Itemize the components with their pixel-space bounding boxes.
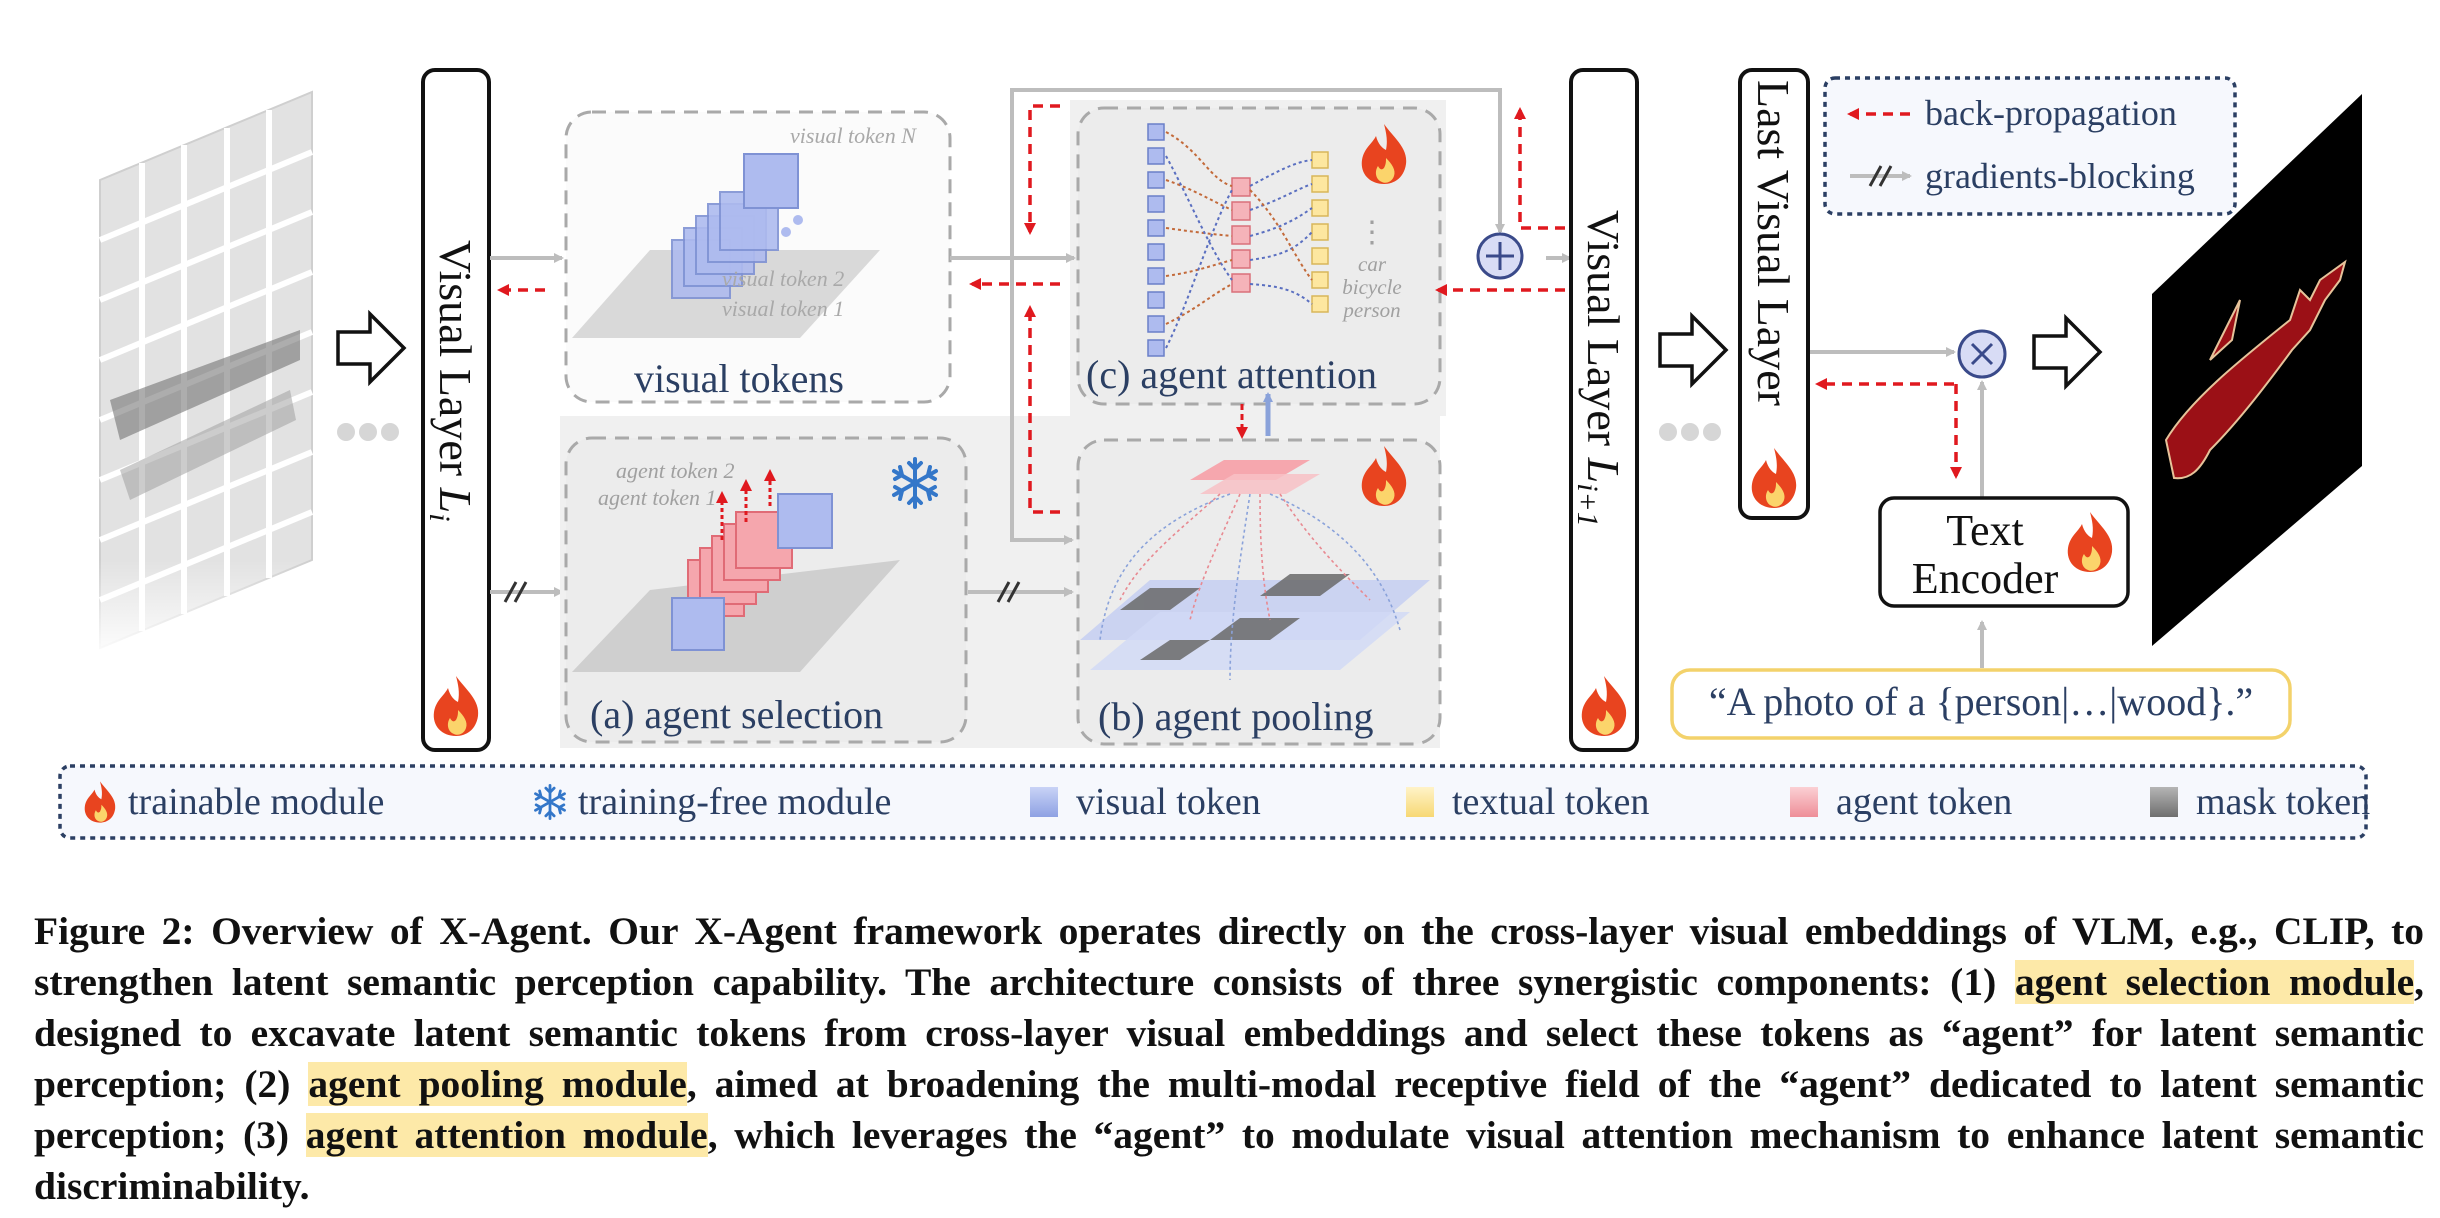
legend-agent-token-label: agent token [1836,781,2013,823]
mask-token-swatch [2150,787,2178,817]
legend-textual-token: textual token [1406,773,1649,831]
svg-text:back-propagation: back-propagation [1925,93,2177,133]
last-visual-layer: Last Visual Layer [1738,68,1810,520]
gradient-block-mark [996,581,1021,603]
visual-token-swatch [1030,787,1058,817]
ellipsis-dots [1659,423,1721,441]
visual-layer-li: Visual Layer Li [421,68,491,752]
residual-lines [950,88,1572,545]
snowflake-icon [534,784,566,820]
times-circle-icon [1957,329,2007,379]
text-encoder: Text Encoder [1878,496,2130,608]
hollow-arrow-icon [336,312,406,384]
svg-text:⋮: ⋮ [1357,216,1387,249]
svg-text:(b) agent pooling: (b) agent pooling [1098,694,1374,739]
legend-agent-token: agent token [1790,773,2012,831]
agent-token-swatch [1790,787,1818,817]
svg-text:Last Visual Layer: Last Visual Layer [1748,80,1799,406]
legend-training-free-label: training-free module [578,781,892,823]
caption-highlight-agent-pooling: agent pooling module [308,1062,687,1106]
caption-highlight-agent-attention: agent attention module [305,1113,708,1157]
text-prompt: “A photo of a {person|…|wood}.” [1670,668,2292,740]
svg-text:agent token 2: agent token 2 [616,458,735,483]
legend-training-free: training-free module [532,773,891,831]
caption-text: , designed to excavate latent semantic t… [34,960,2424,1106]
svg-text:Text: Text [1946,506,2024,555]
visual-layer-li1: Visual Layer Li+1 [1569,68,1639,752]
svg-text:visual tokens: visual tokens [634,356,844,401]
flame-icon [84,781,116,823]
svg-text:bicycle: bicycle [1342,275,1401,299]
svg-text:agent token 1: agent token 1 [598,485,717,510]
backprop-lines [969,104,1565,514]
legend-visual-token-label: visual token [1076,781,1261,823]
line-legend: back-propagation gradients-blocking [1823,76,2237,216]
caption-text: Figure 2: Overview of X-Agent. Our X-Age… [34,909,2424,1004]
agent-attention-panel: ⋮ car bicycle person (c) agent attention [1076,106,1442,406]
caption-highlight-agent-selection: agent selection module [2014,960,2415,1004]
ellipsis-dots [337,423,399,441]
legend-visual-token: visual token [1030,773,1261,831]
agent-selection-panel: agent token 2 agent token 1 (a) agent se… [564,436,968,744]
legend-trainable-label: trainable module [128,781,385,823]
svg-text:visual token N: visual token N [790,123,917,148]
svg-text:gradients-blocking: gradients-blocking [1925,156,2195,196]
output-mask [2152,94,2362,646]
svg-text:car: car [1358,252,1387,276]
hollow-arrow-icon [2032,316,2102,388]
visual-tokens-panel: visual token N visual token 2 visual tok… [564,110,952,404]
svg-text:visual token 1: visual token 1 [722,296,844,321]
backprop-lines [1815,378,1962,479]
svg-text:Visual Layer Li+1: Visual Layer Li+1 [1571,210,1629,527]
svg-text:person: person [1341,298,1400,322]
svg-text:Encoder: Encoder [1912,554,2059,603]
svg-text:Visual Layer Li: Visual Layer Li [423,240,481,522]
legend-mask-token: mask token [2150,773,2370,831]
svg-text:(a) agent selection: (a) agent selection [590,692,883,737]
caption-text: , which leverages the “agent” to modulat… [34,1113,2424,1208]
caption-text: , aimed at broadening the multi-modal re… [34,1062,2424,1157]
plus-circle-icon [1476,232,1524,280]
legend-mask-token-label: mask token [2196,781,2371,823]
textual-token-swatch [1406,787,1434,817]
hollow-arrow-icon [1658,314,1728,386]
legend-trainable: trainable module [82,773,384,831]
legend-textual-token-label: textual token [1452,781,1650,823]
svg-text:“A photo of a {person|…|wood}.: “A photo of a {person|…|wood}.” [1709,679,2253,724]
agent-pooling-panel: (b) agent pooling [1076,438,1442,746]
svg-text:visual token 2: visual token 2 [722,266,844,291]
figure-caption: Figure 2: Overview of X-Agent. Our X-Age… [34,906,2424,1212]
connectors-li [490,253,564,603]
framework-diagram: Visual Layer Li visual token N visual to… [58,68,2368,840]
bottom-legend-box [58,764,2368,840]
input-image [96,90,316,660]
svg-text:(c) agent attention: (c) agent attention [1086,352,1377,397]
